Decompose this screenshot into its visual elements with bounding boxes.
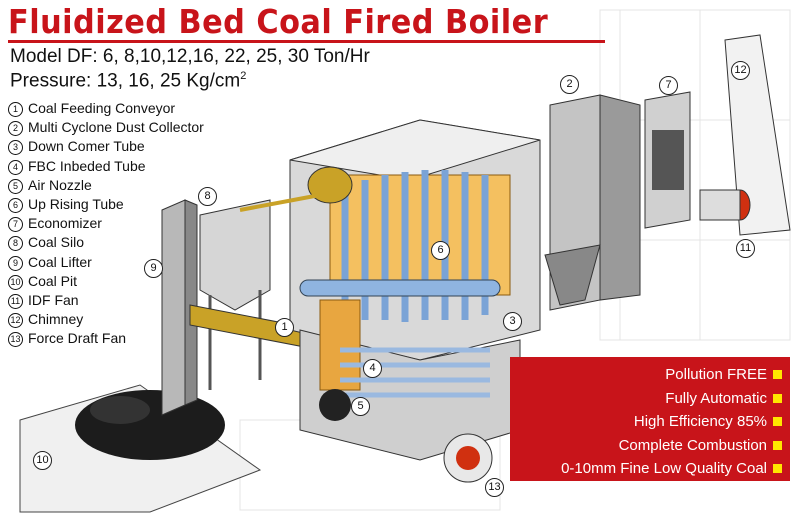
callout-3: 3 [503,312,522,331]
number-badge: 3 [8,140,23,156]
legend-item: 2 Multi Cyclone Dust Collector [8,118,204,137]
component-legend: 1 Coal Feeding Conveyor 2 Multi Cyclone Du… [8,99,204,348]
callout-7: 7 [659,76,678,95]
legend-item: 11 IDF Fan [8,291,204,310]
feature-text: Complete Combustion [618,436,767,454]
callout-10: 10 [33,451,52,470]
legend-item: 4 FBC Inbeded Tube [8,157,204,176]
pressure-line: Pressure: 13, 16, 25 Kg/cm2 [10,70,246,92]
feature-text: Pollution FREE [665,366,767,383]
feature-item: Fully Automatic [510,387,782,411]
legend-label: FBC Inbeded Tube [28,157,146,174]
callout-4: 4 [363,359,382,378]
square-bullet-icon [773,417,782,426]
legend-label: Chimney [28,311,84,328]
legend-label: Coal Pit [28,272,78,289]
number-badge: 2 [8,121,23,137]
legend-label: IDF Fan [28,291,79,308]
legend-label: Air Nozzle [28,176,92,193]
number-badge: 13 [8,332,23,348]
square-bullet-icon [773,440,782,450]
callout-1: 1 [275,318,294,337]
legend-label: Up Rising Tube [28,195,124,212]
legend-item: 9 Coal Lifter [8,253,204,272]
pressure-text: Pressure: 13, 16, 25 Kg/cm [10,70,241,92]
callout-8: 8 [198,187,217,206]
number-badge: 11 [8,293,23,309]
legend-label: Multi Cyclone Dust Collector [28,119,204,136]
legend-label: Force Draft Fan [28,330,127,347]
feature-text: 0-10mm Fine Low Quality Coal [561,460,767,477]
number-badge: 12 [8,313,23,329]
legend-item: 10 Coal Pit [8,272,204,291]
number-badge: 6 [8,197,23,213]
model-line: Model DF: 6, 8,10,12,16, 22, 25, 30 Ton/… [10,46,370,68]
legend-label: Down Comer Tube [28,138,145,155]
pressure-superscript: 2 [240,70,247,82]
callout-9: 9 [144,259,163,278]
legend-item: 1 Coal Feeding Conveyor [8,99,204,118]
number-badge: 8 [8,236,23,252]
legend-label: Coal Silo [28,234,85,251]
model-text: Model DF: 6, 8,10,12,16, 22, 25, 30 Ton/… [10,46,370,67]
square-bullet-icon [773,464,782,473]
number-badge: 5 [8,178,23,194]
feature-item: Pollution FREE [510,363,782,387]
features-panel: Pollution FREE Fully Automatic High Effi… [510,357,790,481]
square-bullet-icon [773,370,782,379]
callout-6: 6 [431,241,450,260]
callout-5: 5 [351,397,370,416]
number-badge: 4 [8,159,23,175]
legend-item: 12 Chimney [8,310,204,329]
callout-2: 2 [560,75,579,94]
legend-item: 5 Air Nozzle [8,176,204,195]
legend-item: 7 Economizer [8,214,204,233]
callout-11: 11 [736,239,755,258]
feature-text: High Efficiency 85% [633,413,767,430]
number-badge: 1 [8,102,23,117]
number-badge: 10 [8,274,23,290]
feature-item: High Efficiency 85% [510,410,782,434]
callout-13: 13 [485,478,504,497]
page-title: Fluidized Bed Coal Fired Boiler [8,2,549,41]
legend-item: 3 Down Comer Tube [8,137,204,156]
number-badge: 7 [8,217,23,233]
legend-item: 8 Coal Silo [8,233,204,252]
callout-12: 12 [731,61,750,80]
square-bullet-icon [773,393,782,403]
legend-label: Economizer [28,215,102,232]
number-badge: 9 [8,255,23,271]
legend-item: 13 Force Draft Fan [8,329,204,348]
feature-item: Complete Combustion [510,434,782,458]
feature-text: Fully Automatic [665,389,767,407]
legend-label: Coal Feeding Conveyor [28,100,176,116]
legend-item: 6 Up Rising Tube [8,195,204,214]
legend-label: Coal Lifter [28,253,92,270]
feature-item: 0-10mm Fine Low Quality Coal [510,457,782,481]
title-underline [8,40,605,43]
